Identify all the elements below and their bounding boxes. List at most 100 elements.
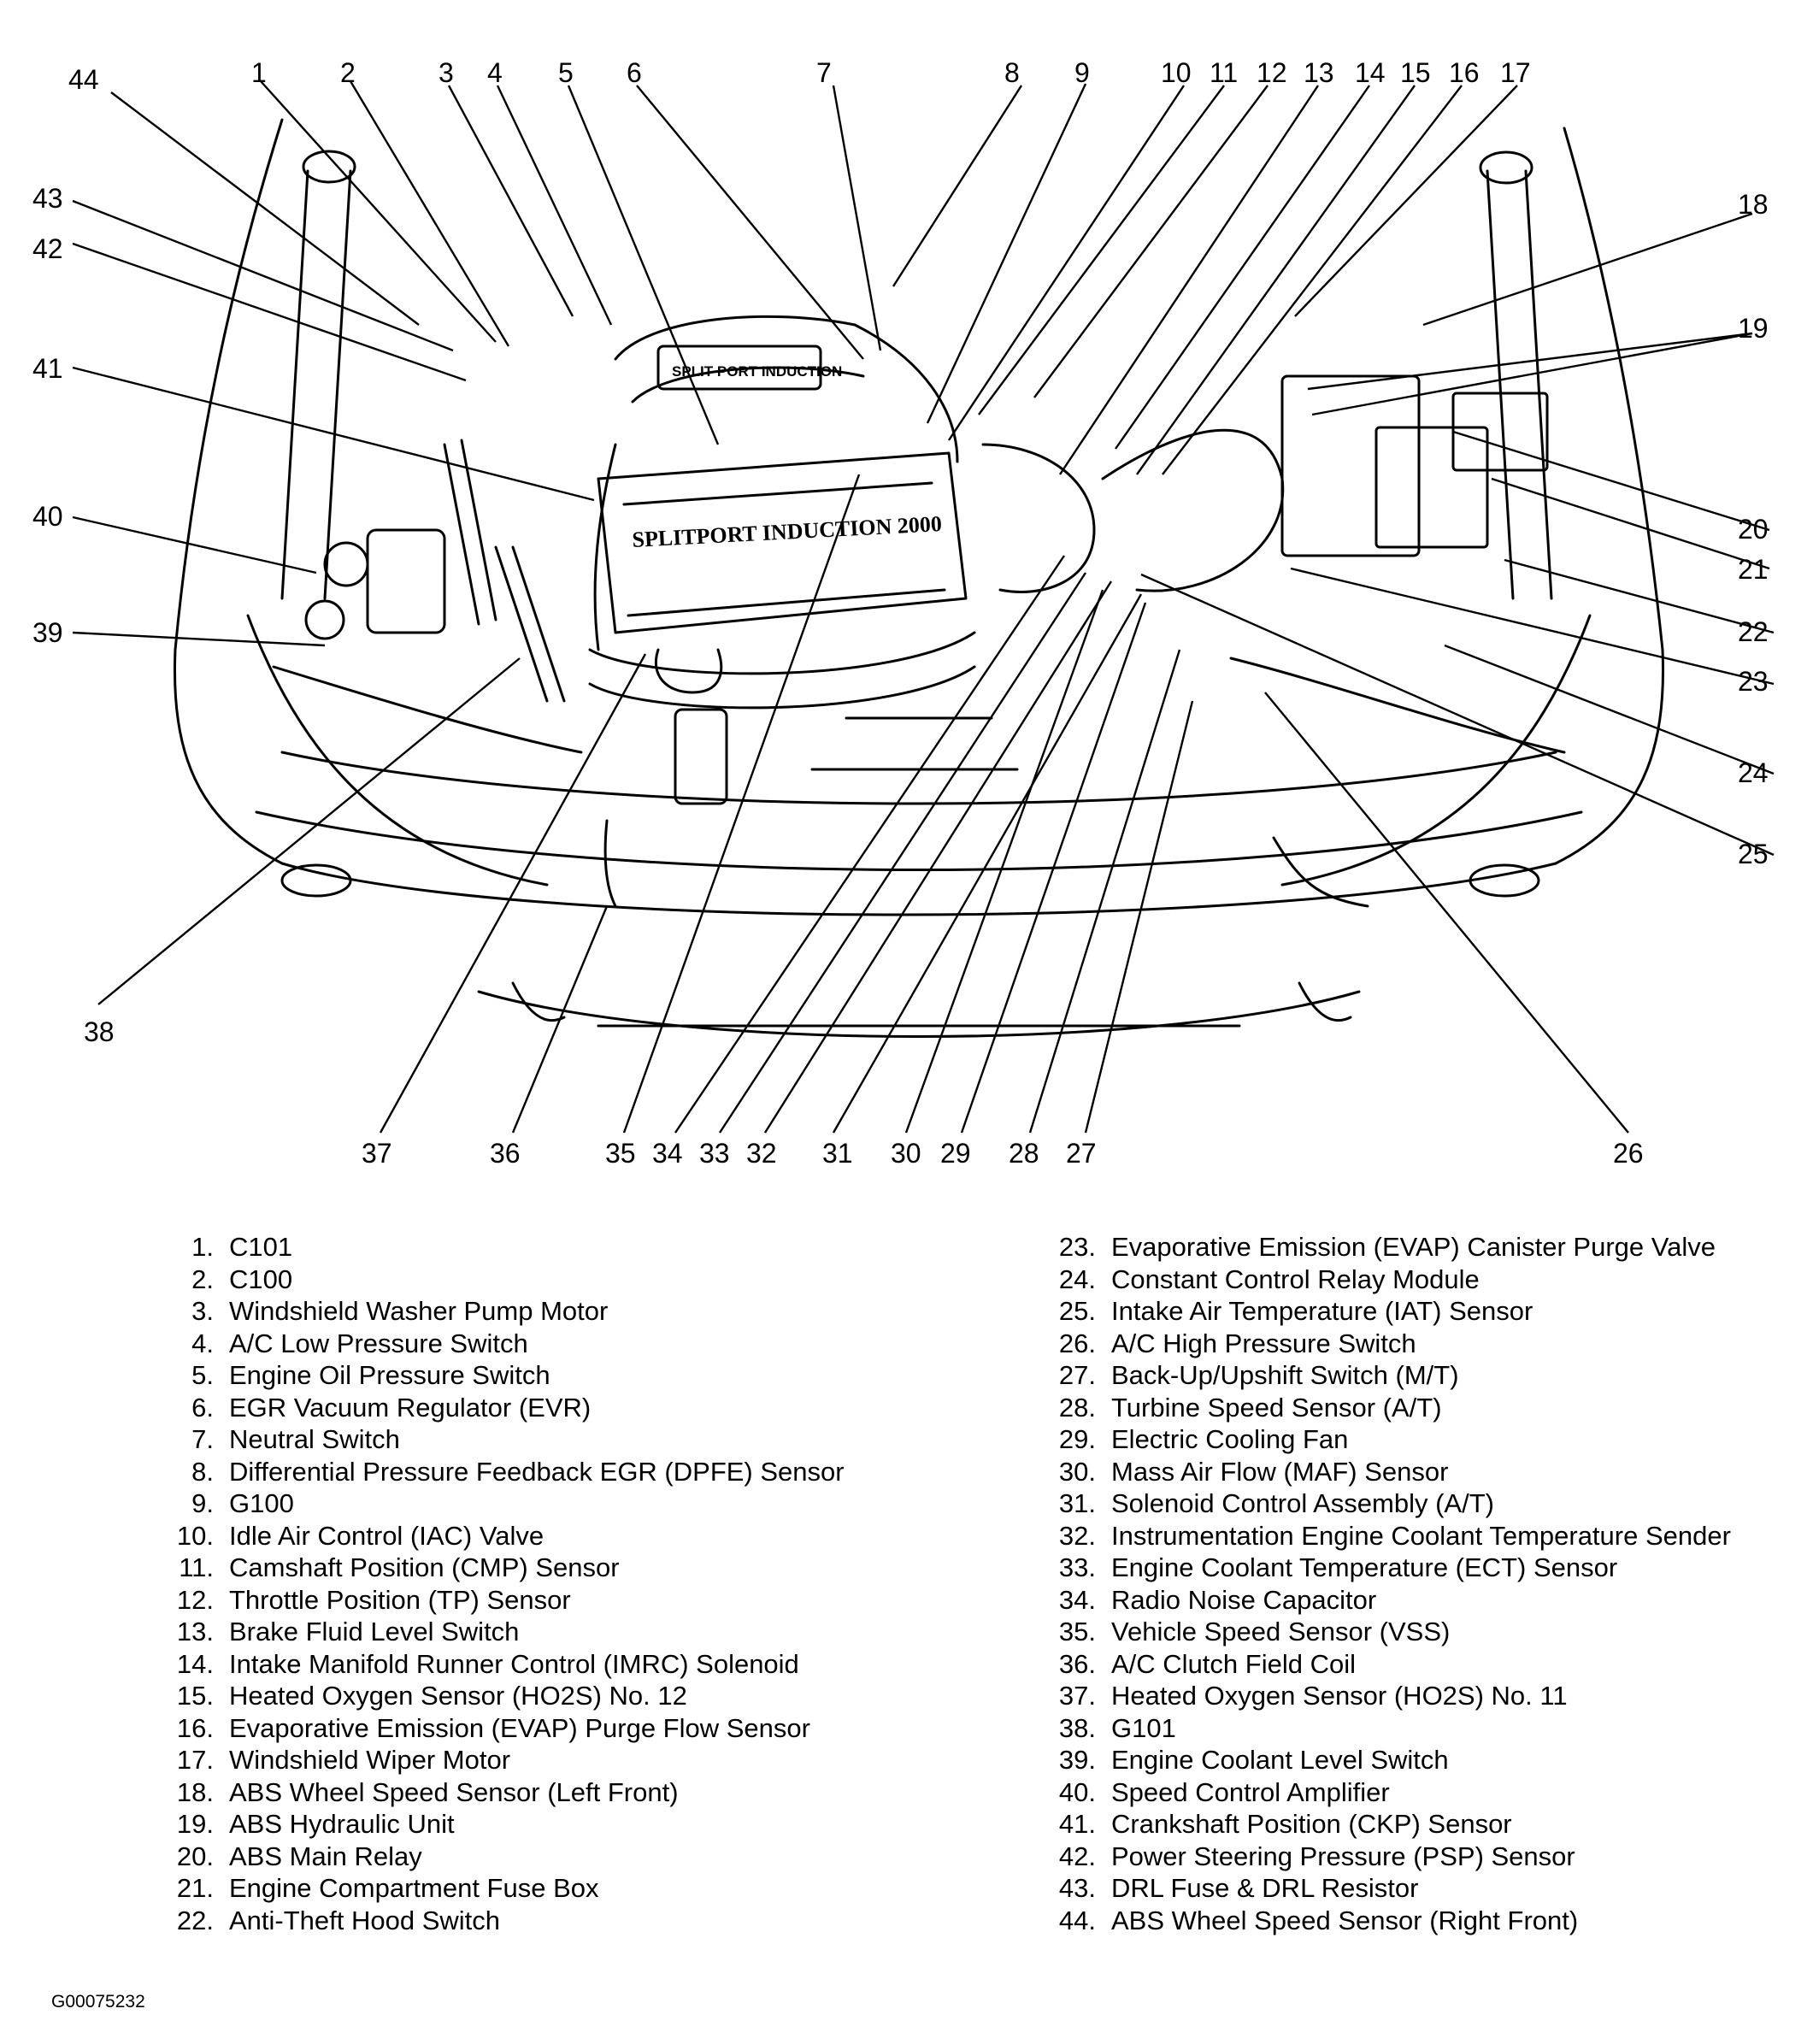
callout-29: 29 [940, 1138, 971, 1169]
callout-17: 17 [1500, 57, 1531, 88]
legend-item-number: 40. [1058, 1776, 1096, 1807]
legend-item-label: C100 [229, 1264, 293, 1294]
legend-item-number: 33. [1058, 1552, 1096, 1582]
legend-item: 30.Mass Air Flow (MAF) Sensor [1038, 1456, 1790, 1488]
legend-item-number: 30. [1058, 1456, 1096, 1487]
legend-item-number: 37. [1058, 1681, 1096, 1711]
legend-item-label: Anti-Theft Hood Switch [229, 1905, 501, 1935]
callout-18: 18 [1738, 189, 1769, 220]
legend-item-label: Crankshaft Position (CKP) Sensor [1111, 1809, 1512, 1839]
legend-item-number: 43. [1058, 1873, 1096, 1903]
callout-numbers-right: 18 19 20 21 22 23 24 25 [1738, 189, 1769, 869]
legend-item: 24.Constant Control Relay Module [1038, 1264, 1790, 1296]
legend-item-label: Evaporative Emission (EVAP) Canister Pur… [1111, 1232, 1716, 1262]
callout-23: 23 [1738, 666, 1769, 697]
callout-19: 19 [1738, 313, 1769, 344]
legend-item: 11.Camshaft Position (CMP) Sensor [147, 1552, 916, 1584]
legend-item-number: 38. [1058, 1712, 1096, 1743]
legend-item-number: 23. [1058, 1232, 1096, 1262]
legend-item-number: 32. [1058, 1520, 1096, 1551]
callout-36: 36 [490, 1138, 521, 1169]
legend-item-label: Brake Fluid Level Switch [229, 1617, 520, 1646]
legend-item: 13. Brake Fluid Level Switch [147, 1616, 916, 1648]
legend-item: 35. Vehicle Speed Sensor (VSS) [1038, 1616, 1790, 1648]
legend-item-number: 35. [1058, 1617, 1096, 1646]
legend-item-number: 13. [176, 1617, 214, 1646]
legend-item-number: 42. [1058, 1841, 1096, 1871]
callout-3: 3 [439, 57, 454, 88]
legend-item: 19.ABS Hydraulic Unit [147, 1808, 916, 1841]
callout-16: 16 [1449, 57, 1480, 88]
callout-5: 5 [558, 57, 574, 88]
legend-item: 8. Differential Pressure Feedback EGR (DP… [147, 1456, 916, 1488]
legend-item: 18.ABS Wheel Speed Sensor (Left Front) [147, 1776, 916, 1809]
callout-9: 9 [1074, 57, 1090, 88]
legend-item-label: Intake Manifold Runner Control (IMRC) So… [229, 1648, 799, 1679]
legend-item-number: 14. [176, 1648, 214, 1679]
callout-12: 12 [1257, 57, 1287, 88]
callout-28: 28 [1009, 1138, 1039, 1169]
legend-item: 3.Windshield Washer Pump Motor [147, 1295, 916, 1328]
callout-31: 31 [822, 1138, 853, 1169]
callout-numbers-top: 44 1 2 3 4 5 6 7 8 9 10 11 12 13 14 15 1… [68, 57, 1531, 95]
legend-item: 41. Crankshaft Position (CKP) Sensor [1038, 1808, 1790, 1841]
legend-item-number: 44. [1058, 1905, 1096, 1935]
callout-43: 43 [32, 183, 63, 214]
callout-30: 30 [891, 1138, 921, 1169]
legend-item-label: EGR Vacuum Regulator (EVR) [229, 1392, 592, 1423]
legend-item-label: Engine Coolant Level Switch [1111, 1745, 1449, 1775]
legend-item-number: 22. [176, 1905, 214, 1935]
legend-item-number: 28. [1058, 1392, 1096, 1423]
legend-item-number: 34. [1058, 1584, 1096, 1615]
legend-item: 15.Heated Oxygen Sensor (HO2S) No. 12 [147, 1680, 916, 1712]
legend-item-label: ABS Main Relay [229, 1841, 422, 1871]
legend-item-label: Radio Noise Capacitor [1111, 1584, 1377, 1615]
legend-item-number: 39. [1058, 1745, 1096, 1775]
callout-8: 8 [1004, 57, 1020, 88]
legend-item: 12.Throttle Position (TP) Sensor [147, 1584, 916, 1617]
callout-26: 26 [1613, 1138, 1644, 1169]
legend-item: 23. Evaporative Emission (EVAP) Canister … [1038, 1231, 1790, 1264]
legend-item: 29.Electric Cooling Fan [1038, 1423, 1790, 1456]
legend-item-label: C101 [229, 1232, 293, 1262]
legend-item: 34. Radio Noise Capacitor [1038, 1584, 1790, 1617]
callout-20: 20 [1738, 514, 1769, 545]
legend-item: 14. Intake Manifold Runner Control (IMRC)… [147, 1648, 916, 1681]
legend-item: 33.Engine Coolant Temperature (ECT) Sens… [1038, 1552, 1790, 1584]
legend-item-number: 17. [176, 1745, 214, 1775]
legend-item-label: Differential Pressure Feedback EGR (DPFE… [229, 1456, 845, 1487]
legend-item-label: Throttle Position (TP) Sensor [229, 1584, 571, 1615]
legend-item-number: 41. [1058, 1809, 1096, 1839]
legend-item-number: 25. [1058, 1296, 1096, 1326]
legend-item-label: A/C High Pressure Switch [1111, 1328, 1416, 1358]
legend-item-number: 1. [191, 1232, 214, 1262]
callout-34: 34 [652, 1138, 683, 1169]
callout-numbers-left: 43 42 41 40 39 [32, 183, 63, 648]
callout-22: 22 [1738, 616, 1769, 647]
callout-numbers-bottom: 38 37 36 35 34 33 32 31 30 29 28 27 26 [84, 1016, 1644, 1169]
engine-compartment-diagram: SPLIT PORT INDUCTION SPLITPORT INDUCTION… [32, 57, 1775, 1169]
legend-item-label: Intake Air Temperature (IAT) Sensor [1111, 1296, 1533, 1326]
legend-item: 26.A/C High Pressure Switch [1038, 1328, 1790, 1360]
legend-item: 4.A/C Low Pressure Switch [147, 1328, 916, 1360]
legend-item: 20. ABS Main Relay [147, 1841, 916, 1873]
legend-item: 40.Speed Control Amplifier [1038, 1776, 1790, 1809]
legend-item-label: DRL Fuse & DRL Resistor [1111, 1873, 1419, 1903]
legend-item: 5.Engine Oil Pressure Switch [147, 1359, 916, 1392]
callout-4: 4 [487, 57, 503, 88]
legend-item-label: Neutral Switch [229, 1424, 400, 1454]
legend-item-number: 8. [191, 1456, 214, 1487]
legend-item-label: Camshaft Position (CMP) Sensor [229, 1552, 620, 1582]
callout-40: 40 [32, 501, 63, 532]
legend-item-label: Solenoid Control Assembly (A/T) [1111, 1488, 1494, 1518]
callout-32: 32 [746, 1138, 777, 1169]
legend-item-label: G100 [229, 1488, 294, 1518]
legend-item-number: 20. [176, 1841, 214, 1871]
callout-39: 39 [32, 617, 63, 648]
legend-item-label: Vehicle Speed Sensor (VSS) [1111, 1617, 1451, 1646]
legend-item: 22. Anti-Theft Hood Switch [147, 1905, 916, 1937]
legend-item-number: 15. [176, 1681, 214, 1711]
legend-item-number: 16. [176, 1712, 214, 1743]
legend-item: 44.ABS Wheel Speed Sensor (Right Front) [1038, 1905, 1790, 1937]
